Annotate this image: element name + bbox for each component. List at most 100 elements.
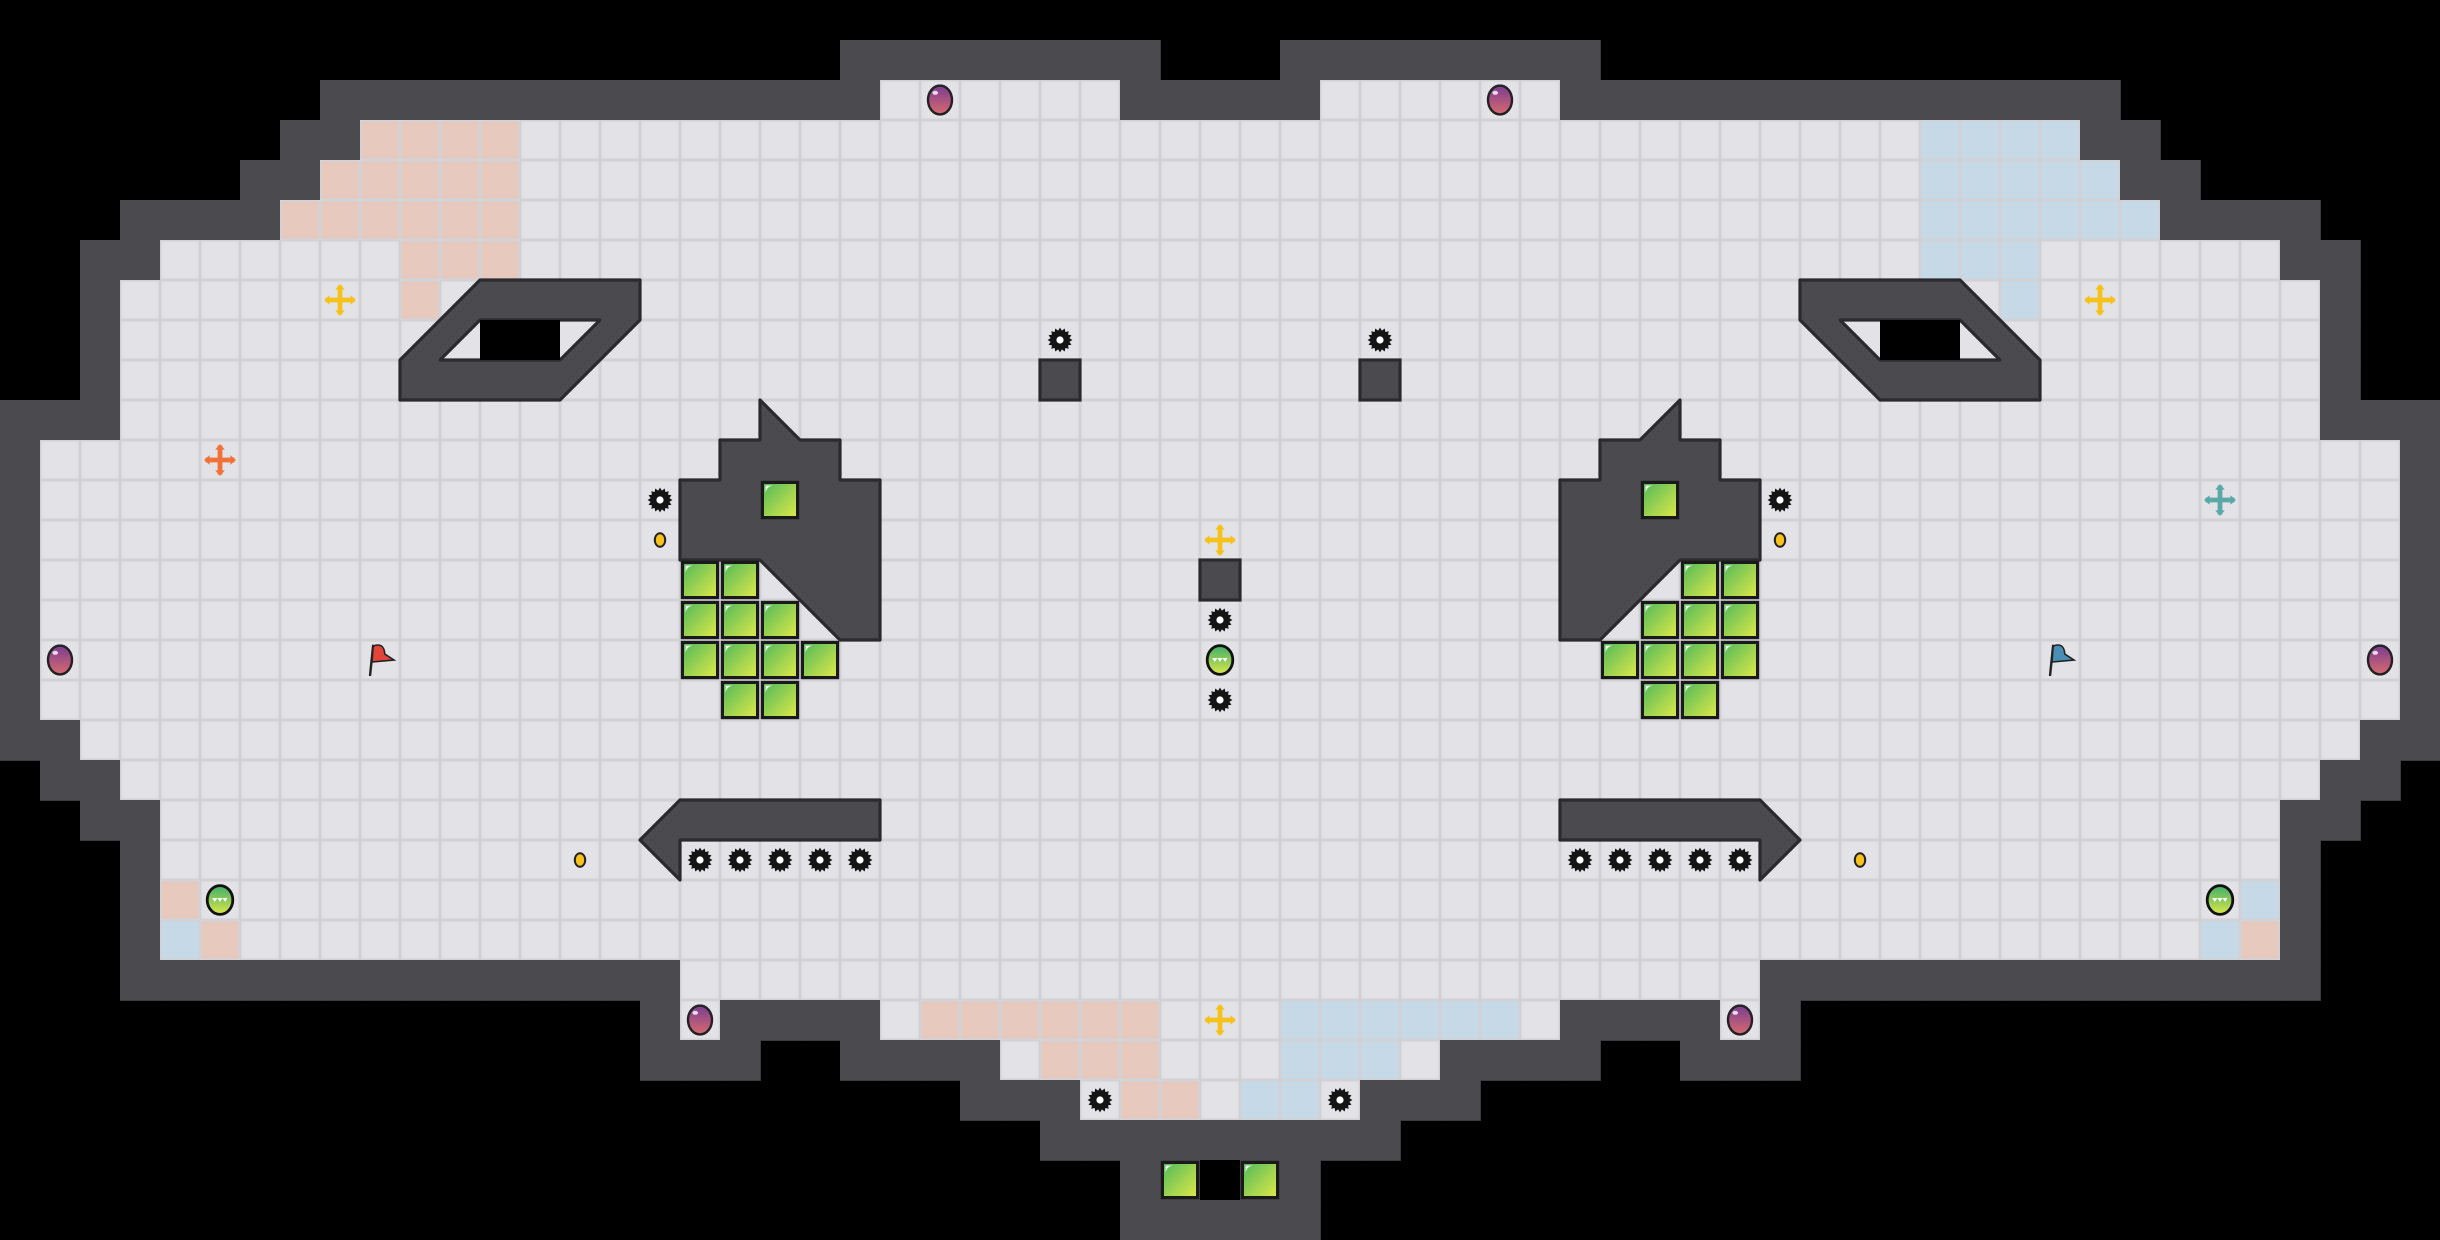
floor-tile xyxy=(880,720,921,761)
floor-tile xyxy=(320,320,361,361)
floor-tile xyxy=(1560,920,1601,961)
floor-tile xyxy=(1240,920,1281,961)
floor-tile xyxy=(2280,400,2321,441)
floor-tile xyxy=(400,520,441,561)
floor-tile xyxy=(1880,560,1921,601)
wall-tile xyxy=(2280,240,2321,281)
floor-tile xyxy=(1560,279,1601,320)
floor-tile xyxy=(1280,600,1321,641)
floor-tile xyxy=(2320,520,2361,561)
floor-tile xyxy=(920,600,961,641)
floor-tile xyxy=(39,440,80,481)
floor-tile xyxy=(199,400,240,441)
floor-tile xyxy=(1400,199,1441,240)
wall-tile xyxy=(1920,80,1961,121)
floor-tile xyxy=(2000,720,2041,761)
floor-tile xyxy=(1200,320,1241,361)
wall-tile xyxy=(1200,1200,1241,1240)
floor-tile xyxy=(1800,800,1841,841)
team-zone-tile xyxy=(1360,1000,1401,1041)
floor-tile xyxy=(1520,480,1561,521)
green-block xyxy=(1600,640,1640,680)
floor-tile xyxy=(1760,239,1801,280)
green-block xyxy=(760,480,800,520)
wall-tile xyxy=(720,1000,761,1041)
floor-tile xyxy=(520,560,561,601)
wall-tile xyxy=(2080,120,2121,161)
floor-tile xyxy=(600,520,641,561)
floor-tile xyxy=(920,199,961,240)
floor-tile xyxy=(1440,560,1481,601)
floor-tile xyxy=(2160,320,2201,361)
floor-tile xyxy=(1800,480,1841,521)
floor-tile xyxy=(840,760,881,801)
wall-tile xyxy=(280,120,321,161)
team-zone-tile xyxy=(440,159,481,200)
wall-tile xyxy=(1480,40,1521,81)
gear-hazard-icon xyxy=(1327,1087,1353,1113)
floor-tile xyxy=(79,560,120,601)
team-zone-tile xyxy=(2000,239,2041,280)
floor-tile xyxy=(1000,480,1041,521)
wall-tile xyxy=(1160,80,1201,121)
floor-tile xyxy=(880,279,921,320)
floor-tile xyxy=(1680,400,1721,441)
wall-tile xyxy=(960,40,1001,81)
green-block xyxy=(760,600,800,640)
green-block xyxy=(680,640,720,680)
wall-tile xyxy=(640,1040,681,1081)
floor-tile xyxy=(1160,600,1201,641)
floor-tile xyxy=(520,760,561,801)
gear-hazard-icon xyxy=(1727,847,1753,873)
floor-tile xyxy=(1800,720,1841,761)
floor-tile xyxy=(1720,279,1761,320)
floor-tile xyxy=(1320,920,1361,961)
floor-tile xyxy=(1440,79,1481,120)
floor-tile xyxy=(2120,880,2161,921)
floor-tile xyxy=(1720,760,1761,801)
floor-tile xyxy=(1400,880,1441,921)
floor-tile xyxy=(1600,159,1641,200)
floor-tile xyxy=(1840,119,1881,160)
green-block xyxy=(680,600,720,640)
wall-tile xyxy=(2160,960,2201,1001)
floor-tile xyxy=(480,560,521,601)
floor-tile xyxy=(920,360,961,401)
floor-tile xyxy=(960,239,1001,280)
floor-tile xyxy=(39,520,80,561)
floor-tile xyxy=(2000,480,2041,521)
floor-tile xyxy=(2040,440,2081,481)
wall-tile xyxy=(120,840,161,881)
floor-tile xyxy=(1080,760,1121,801)
floor-tile xyxy=(960,199,1001,240)
wall-tile xyxy=(480,80,521,121)
green-block xyxy=(1680,640,1720,680)
floor-tile xyxy=(1520,760,1561,801)
floor-tile xyxy=(2040,360,2081,401)
floor-tile xyxy=(960,840,1001,881)
floor-tile xyxy=(119,680,160,721)
floor-tile xyxy=(279,440,320,481)
floor-tile xyxy=(159,800,200,841)
floor-tile xyxy=(880,360,921,401)
floor-tile xyxy=(1080,800,1121,841)
floor-tile xyxy=(760,840,801,881)
floor-tile xyxy=(2000,680,2041,721)
floor-tile xyxy=(840,360,881,401)
floor-tile xyxy=(600,239,641,280)
green-block xyxy=(760,640,800,680)
floor-tile xyxy=(1000,79,1041,120)
gear-hazard-icon xyxy=(1047,327,1073,353)
floor-tile xyxy=(1320,880,1361,921)
gear-hazard-icon xyxy=(687,847,713,873)
floor-tile xyxy=(480,600,521,641)
floor-tile xyxy=(400,840,441,881)
wall-tile xyxy=(440,960,481,1001)
floor-tile xyxy=(960,279,1001,320)
floor-tile xyxy=(2160,840,2201,881)
floor-tile xyxy=(1480,920,1521,961)
floor-tile xyxy=(800,360,841,401)
floor-tile xyxy=(2080,920,2121,961)
floor-tile xyxy=(1080,360,1121,401)
